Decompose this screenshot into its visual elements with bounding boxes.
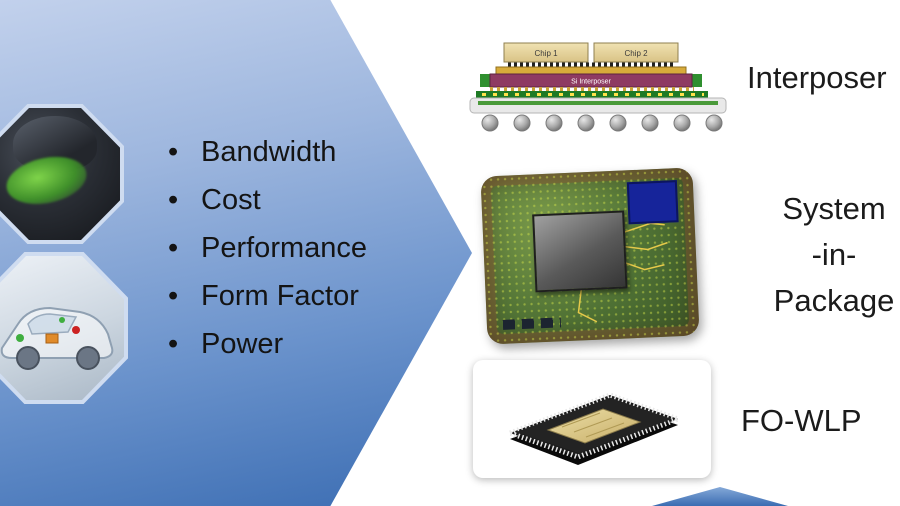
sip-blue-component [626,180,679,225]
fo-wlp-chip-svg [502,392,686,465]
bullet-item: Power [168,320,367,368]
bullet-label: Form Factor [201,280,359,312]
bga-solder-balls [481,114,723,132]
helmet-photo-background [0,108,120,240]
sip-gold-traces [577,222,668,323]
bullet-item: Cost [168,176,367,224]
interposer-label: Interposer [747,60,887,95]
pilot-helmet-photo [0,108,120,240]
sip-label-line3: Package [773,283,895,318]
bullet-item: Performance [168,224,367,272]
driver-bullet-list: Bandwidth Cost Performance Form Factor P… [168,128,367,368]
si-interposer-label: Si Interposer [571,79,611,86]
bullet-label: Cost [201,184,261,216]
bottom-corner-arrow-shape [652,487,788,506]
sip-label-line1: System [782,191,886,226]
helmet-octagon-frame [0,104,124,244]
car-outline-drawing [0,306,114,370]
chip2-label: Chip 2 [624,49,648,58]
chip2-body [593,42,679,63]
fo-wlp-label: FO-WLP [741,403,862,438]
car-photo-background [0,256,124,400]
bullet-label: Performance [201,232,368,264]
interposer-right-cap [690,74,702,87]
fowlp-die [546,408,642,444]
sip-die [532,210,628,293]
chip1-label: Chip 1 [534,49,558,58]
bullet-label: Bandwidth [201,136,337,168]
system-in-package-label: System -in- Package [751,186,900,324]
rdl-gold-layer [495,66,687,75]
interposer-left-cap [480,74,492,87]
fo-wlp-photo-card [473,360,711,478]
car-octagon-frame [0,252,128,404]
bullet-item: Form Factor [168,272,367,320]
chip1-body [503,42,589,63]
interposer-diagram-svg: Chip 1 Chip 2 Si Interposer [469,42,727,132]
sip-label-line2: -in- [811,237,857,272]
transparent-car-photo [0,256,124,400]
package-substrate [469,97,727,114]
bullet-item: Bandwidth [168,128,367,176]
substrate-trace-stripe [478,101,718,105]
system-in-package-photo [480,167,700,345]
interposer-cross-section-diagram: Chip 1 Chip 2 Si Interposer [468,40,736,136]
bullet-label: Power [201,328,284,360]
